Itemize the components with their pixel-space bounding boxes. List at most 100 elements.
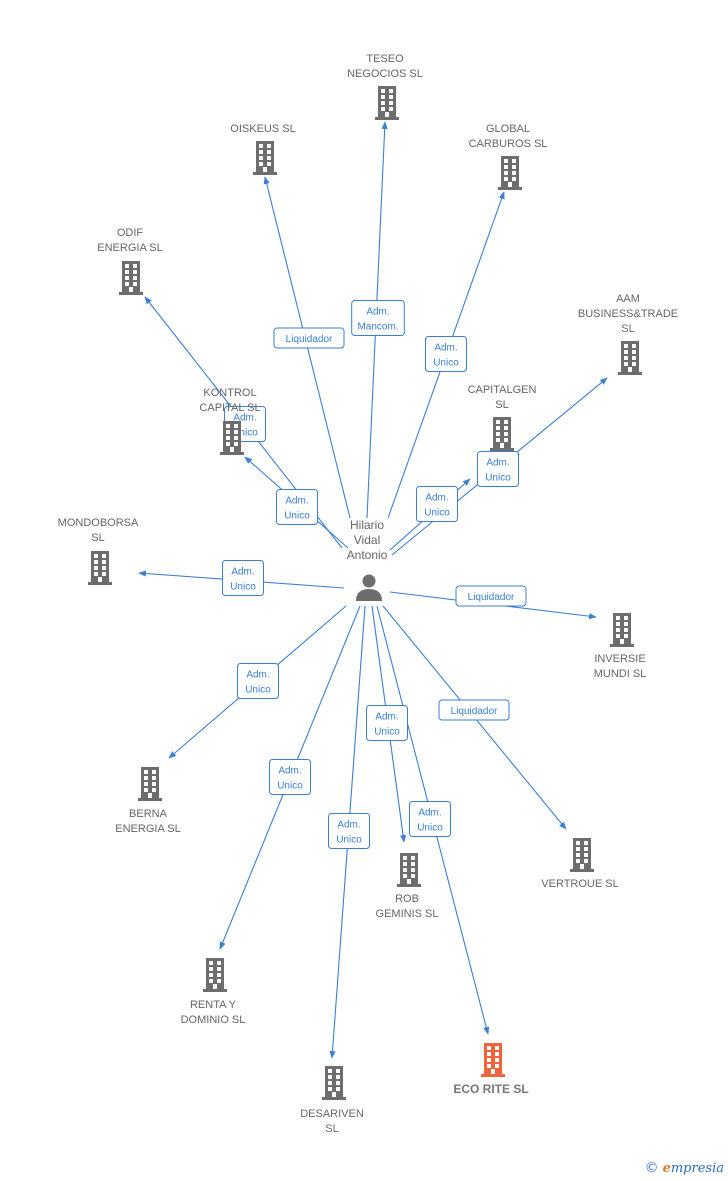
relation-label-box [425,336,467,372]
relation-label-box [409,801,451,837]
relation-label-text: Adm. [246,670,269,681]
company-name: SL [325,1123,338,1135]
company-node-ecorite[interactable]: ECO RITE SL [453,1043,529,1096]
brand-logo: empresia [663,1161,724,1176]
relation-label-box [438,699,510,721]
relation-label-text: Liquidador [286,334,333,345]
company-name: INVERSIE [594,653,645,665]
building-icon [253,141,277,175]
company-name: DOMINIO SL [181,1014,246,1026]
company-name: GLOBAL [486,123,530,135]
relation-label-text: Liquidador [468,592,515,603]
relation-label-aam[interactable]: Adm.Unico [477,451,519,487]
relation-label-kontrol[interactable]: Adm.Unico [276,489,318,525]
company-name: BERNA [129,808,168,820]
company-name: SL [621,323,634,335]
company-name: AAM [616,293,640,305]
person-icon [356,574,382,601]
relation-label-box [328,813,370,849]
brand-logo-rest: mpresia [670,1160,724,1176]
building-icon [481,1043,505,1077]
relation-label-box [222,560,264,596]
company-name: ROB [395,893,419,905]
relation-label-text: Adm. [434,343,457,354]
relation-label-teseo[interactable]: Adm. Mancom. [351,300,405,336]
company-name: GEMINIS SL [376,908,439,920]
company-name: MUNDI SL [594,668,647,680]
relation-label-renta[interactable]: Adm. Unico [269,759,311,795]
relation-label-mondoborsa[interactable]: Adm.Unico [222,560,264,596]
relation-label-ecorite[interactable]: Adm. Unico [409,801,451,837]
building-icon [375,86,399,120]
company-node-odif[interactable]: ODIF ENERGIA SL [97,227,163,295]
brand-logo-e: e [662,1160,671,1176]
relation-label-berna[interactable]: Adm. Unico [237,663,279,699]
building-icon [220,421,244,455]
relation-label-box [455,585,527,607]
company-name: CAPITALGEN [468,384,537,396]
company-name: OISKEUS SL [230,123,295,135]
relation-label-global[interactable]: Adm. Unico [425,336,467,372]
relation-label-box [477,451,519,487]
relation-label-text: Unico [277,781,303,792]
relation-label-inversie[interactable]: Liquidador [455,585,527,607]
company-node-berna[interactable]: BERNA ENERGIA SL [115,767,181,835]
building-icon [138,767,162,801]
relation-label-text: Adm. [285,496,308,507]
building-icon [490,417,514,451]
company-node-vertroue[interactable]: VERTROUE SL [541,838,619,890]
relation-label-box [351,300,405,336]
company-name: KONTROL [203,387,256,399]
relation-label-capitalgen[interactable]: Adm.Unico [416,486,458,522]
relation-label-text: Adm. [278,766,301,777]
building-icon [618,341,642,375]
relation-label-text: Adm. [375,712,398,723]
relation-label-text: Adm. [425,493,448,504]
relation-label-text: Adm. [233,413,256,424]
relation-label-text: Adm. [231,567,254,578]
company-name: CAPITAL SL [199,402,260,414]
relation-label-text: Mancom. [357,322,398,333]
relation-label-box [366,705,408,741]
company-name: ODIF [117,227,144,239]
company-node-rob[interactable]: ROB GEMINIS SL [376,853,439,920]
company-name: DESARIVEN [300,1108,364,1120]
relation-label-text: Adm. [366,307,389,318]
relation-label-desariven[interactable]: Adm.Unico [328,813,370,849]
company-name: RENTA Y [190,999,237,1011]
relation-label-vertroue[interactable]: Liquidador [438,699,510,721]
relation-label-text: Unico [433,358,459,369]
copyright-symbol: © [644,1160,659,1176]
building-icon [203,958,227,992]
relation-label-text: Unico [232,428,258,439]
company-name: VERTROUE SL [541,878,618,890]
relation-label-box [273,327,345,349]
relation-label-box [269,759,311,795]
relation-label-text: Unico [417,823,443,834]
company-node-oiskeus[interactable]: OISKEUS SL [230,123,296,175]
company-node-desariven[interactable]: DESARIVEN SL [300,1066,364,1135]
relation-label-rob[interactable]: Adm.Unico [366,705,408,741]
relation-label-text: Unico [245,685,271,696]
company-node-renta[interactable]: RENTA Y DOMINIO SL [181,958,246,1026]
company-name: ENERGIA SL [115,823,180,835]
relation-label-text: Unico [485,473,511,484]
relation-label-text: Adm. [418,808,441,819]
company-node-aam[interactable]: AAM BUSINESS&TRADE SL [578,293,678,375]
company-name: BUSINESS&TRADE [578,308,678,320]
building-icon [119,261,143,295]
company-node-inversie[interactable]: INVERSIE MUNDI SL [594,613,647,680]
building-icon [88,551,112,585]
company-name: ENERGIA SL [97,242,162,254]
relation-label-oiskeus[interactable]: Liquidador [273,327,345,349]
company-node-kontrol[interactable]: KONTROL CAPITAL SL [199,387,261,455]
relation-label-box [237,663,279,699]
building-icon [322,1066,346,1100]
